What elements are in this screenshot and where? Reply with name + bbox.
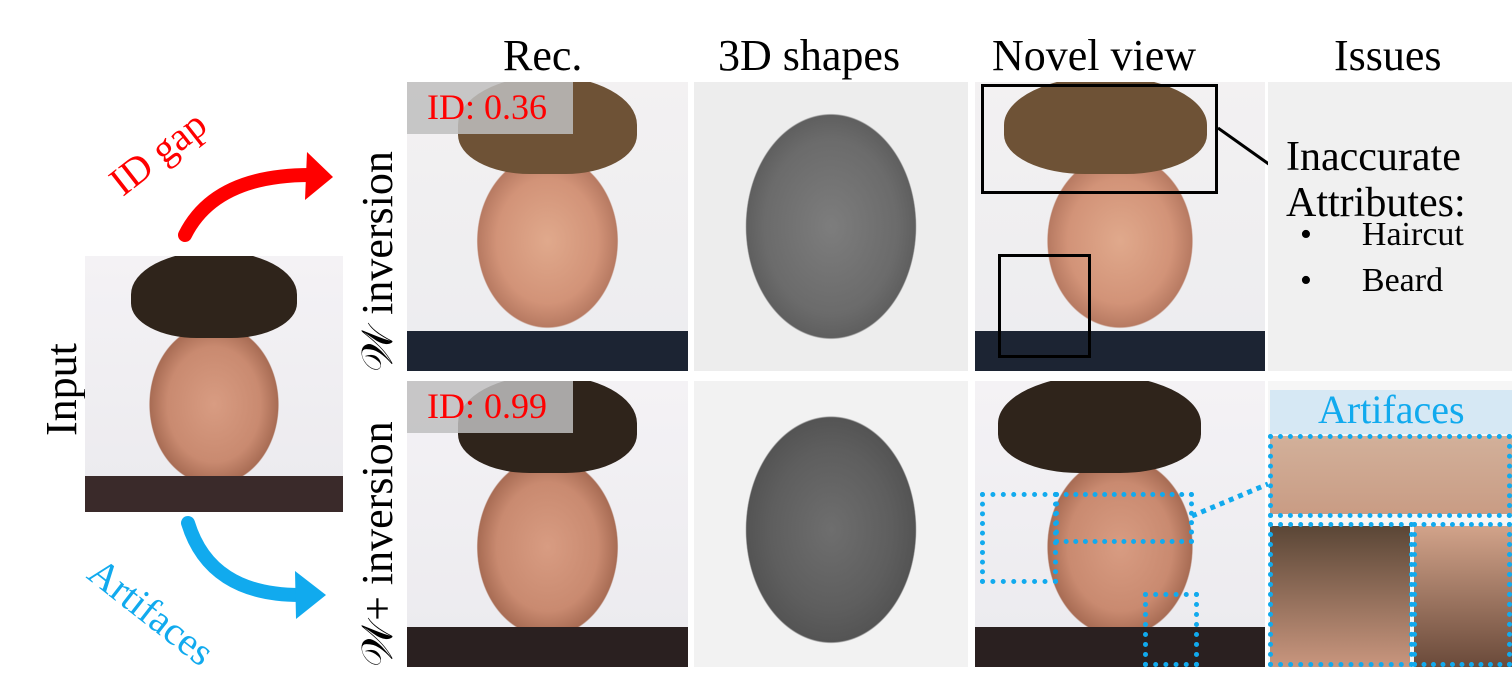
header-rec: Rec. — [503, 30, 582, 81]
cheek-zoom-box — [1412, 522, 1512, 667]
row-label-wplus-inversion: 𝒲+ inversion — [352, 421, 403, 667]
ear-zoom-box — [1268, 522, 1414, 667]
issues-list: •Haircut •Beard — [1300, 212, 1464, 304]
header-3d-shapes: 3D shapes — [718, 30, 900, 81]
bullet: • — [1300, 216, 1312, 253]
issues-line1: Inaccurate — [1286, 134, 1466, 180]
id-gap-arrowhead — [305, 152, 333, 200]
rec-image-w: ID: 0.36 — [407, 82, 688, 371]
shape-image-wplus — [694, 381, 968, 667]
artifact-callout-line — [1190, 480, 1272, 520]
rec-image-wplus: ID: 0.99 — [407, 381, 688, 667]
issue-item-haircut: •Haircut — [1300, 212, 1464, 258]
artifaces-arrow-graphic — [180, 515, 340, 625]
artifact-box-cheek — [1143, 592, 1199, 667]
eyes-zoom-box — [1268, 434, 1512, 518]
id-score-bottom: ID: 0.99 — [407, 381, 573, 433]
row-label-w-inversion: 𝒲 inversion — [352, 151, 403, 372]
artifact-box-ear — [980, 492, 1058, 584]
beard-highlight-box — [998, 254, 1091, 358]
haircut-highlight-box — [981, 84, 1218, 194]
issue-item-beard: •Beard — [1300, 258, 1464, 304]
artifact-box-eyes — [1054, 492, 1194, 544]
shape-image-w — [694, 82, 968, 371]
id-gap-arrow — [185, 175, 310, 235]
header-issues: Issues — [1334, 30, 1442, 81]
input-label: Input — [36, 343, 87, 436]
artifaces-title: Artifaces — [1318, 386, 1465, 433]
header-novel-view: Novel view — [992, 30, 1196, 81]
bullet: • — [1300, 262, 1312, 299]
id-score-top: ID: 0.36 — [407, 82, 573, 134]
